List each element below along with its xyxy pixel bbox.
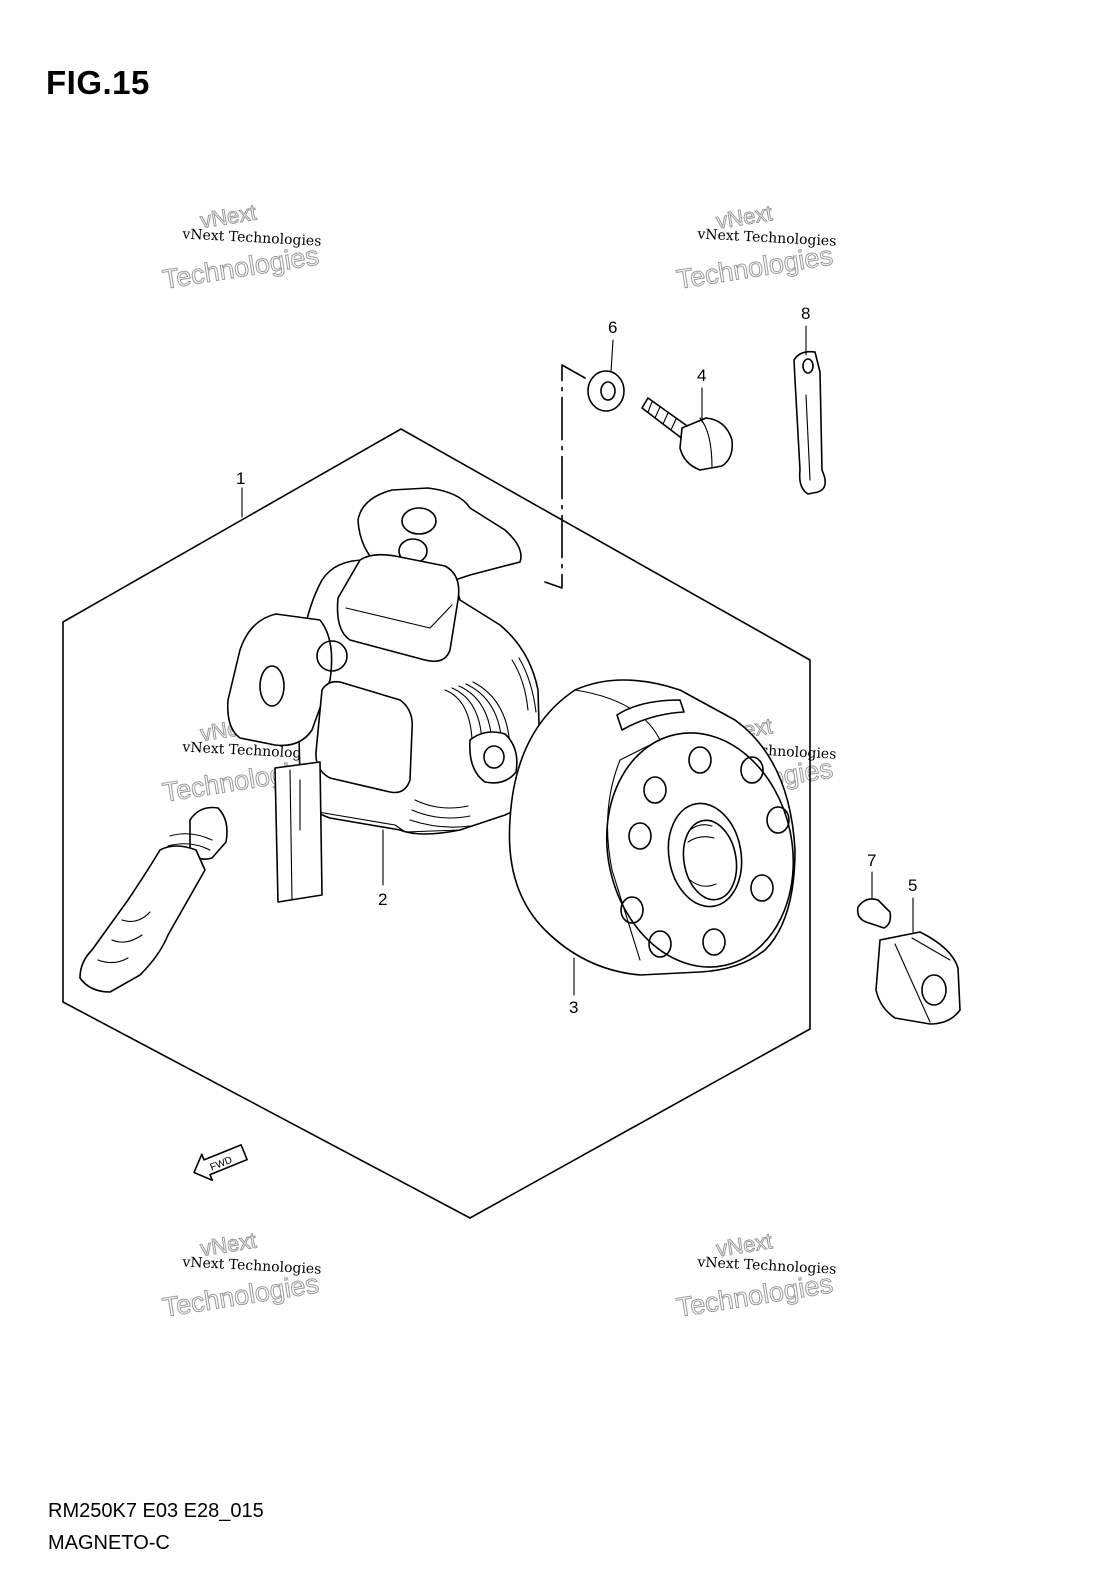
callout-part-4: 4 bbox=[697, 366, 706, 385]
watermark-top-right: vNext Technologies vNext Technologies bbox=[674, 200, 837, 296]
woodruff-key bbox=[856, 898, 892, 929]
watermark-top-left: vNext Technologies vNext Technologies bbox=[160, 199, 322, 295]
rotor-flywheel bbox=[508, 679, 796, 976]
watermark-small-text: vNext Technologies bbox=[696, 1254, 837, 1277]
rotor-bosses bbox=[620, 746, 790, 958]
watermark-large-line-2: Technologies bbox=[160, 240, 320, 294]
assembly-boundary bbox=[62, 428, 811, 1219]
model-code: RM250K7 E03 E28_015 bbox=[48, 1500, 264, 1522]
stator-coil bbox=[226, 487, 541, 835]
forward-direction-arrow: FWD bbox=[193, 1144, 248, 1182]
flange-nut bbox=[875, 931, 961, 1025]
watermark-large-line-2: Technologies bbox=[674, 1268, 834, 1322]
watermark-large-line-2: Technologies bbox=[674, 240, 834, 294]
watermark-small-text: vNext Technologies bbox=[696, 226, 837, 249]
wiring-harness bbox=[79, 761, 323, 993]
bolt bbox=[641, 397, 734, 471]
section-name: MAGNETO-C bbox=[48, 1532, 170, 1554]
washer bbox=[587, 370, 625, 412]
fastener-leader-line bbox=[544, 364, 586, 589]
wire-clamp bbox=[793, 350, 826, 495]
callout-part-7: 7 bbox=[867, 851, 876, 870]
watermark-large-line-2: Technologies bbox=[160, 1268, 320, 1322]
callout-part-8: 8 bbox=[801, 304, 810, 323]
watermark-small-text: vNext Technologies bbox=[181, 1254, 322, 1277]
callout-part-6: 6 bbox=[608, 318, 617, 337]
callout-part-5: 5 bbox=[908, 876, 917, 895]
callout-part-2: 2 bbox=[378, 890, 387, 909]
callout-part-3: 3 bbox=[569, 998, 578, 1017]
callout-leaders bbox=[241, 325, 914, 996]
watermark-bottom-left: vNext Technologies vNext Technologies bbox=[160, 1227, 322, 1323]
stator-windings bbox=[409, 657, 537, 828]
callout-part-1: 1 bbox=[236, 469, 245, 488]
watermark-bottom-right: vNext Technologies vNext Technologies bbox=[674, 1228, 837, 1324]
figure-title: FIG.15 bbox=[46, 64, 150, 101]
watermark-small-text: vNext Technologies bbox=[181, 226, 322, 249]
